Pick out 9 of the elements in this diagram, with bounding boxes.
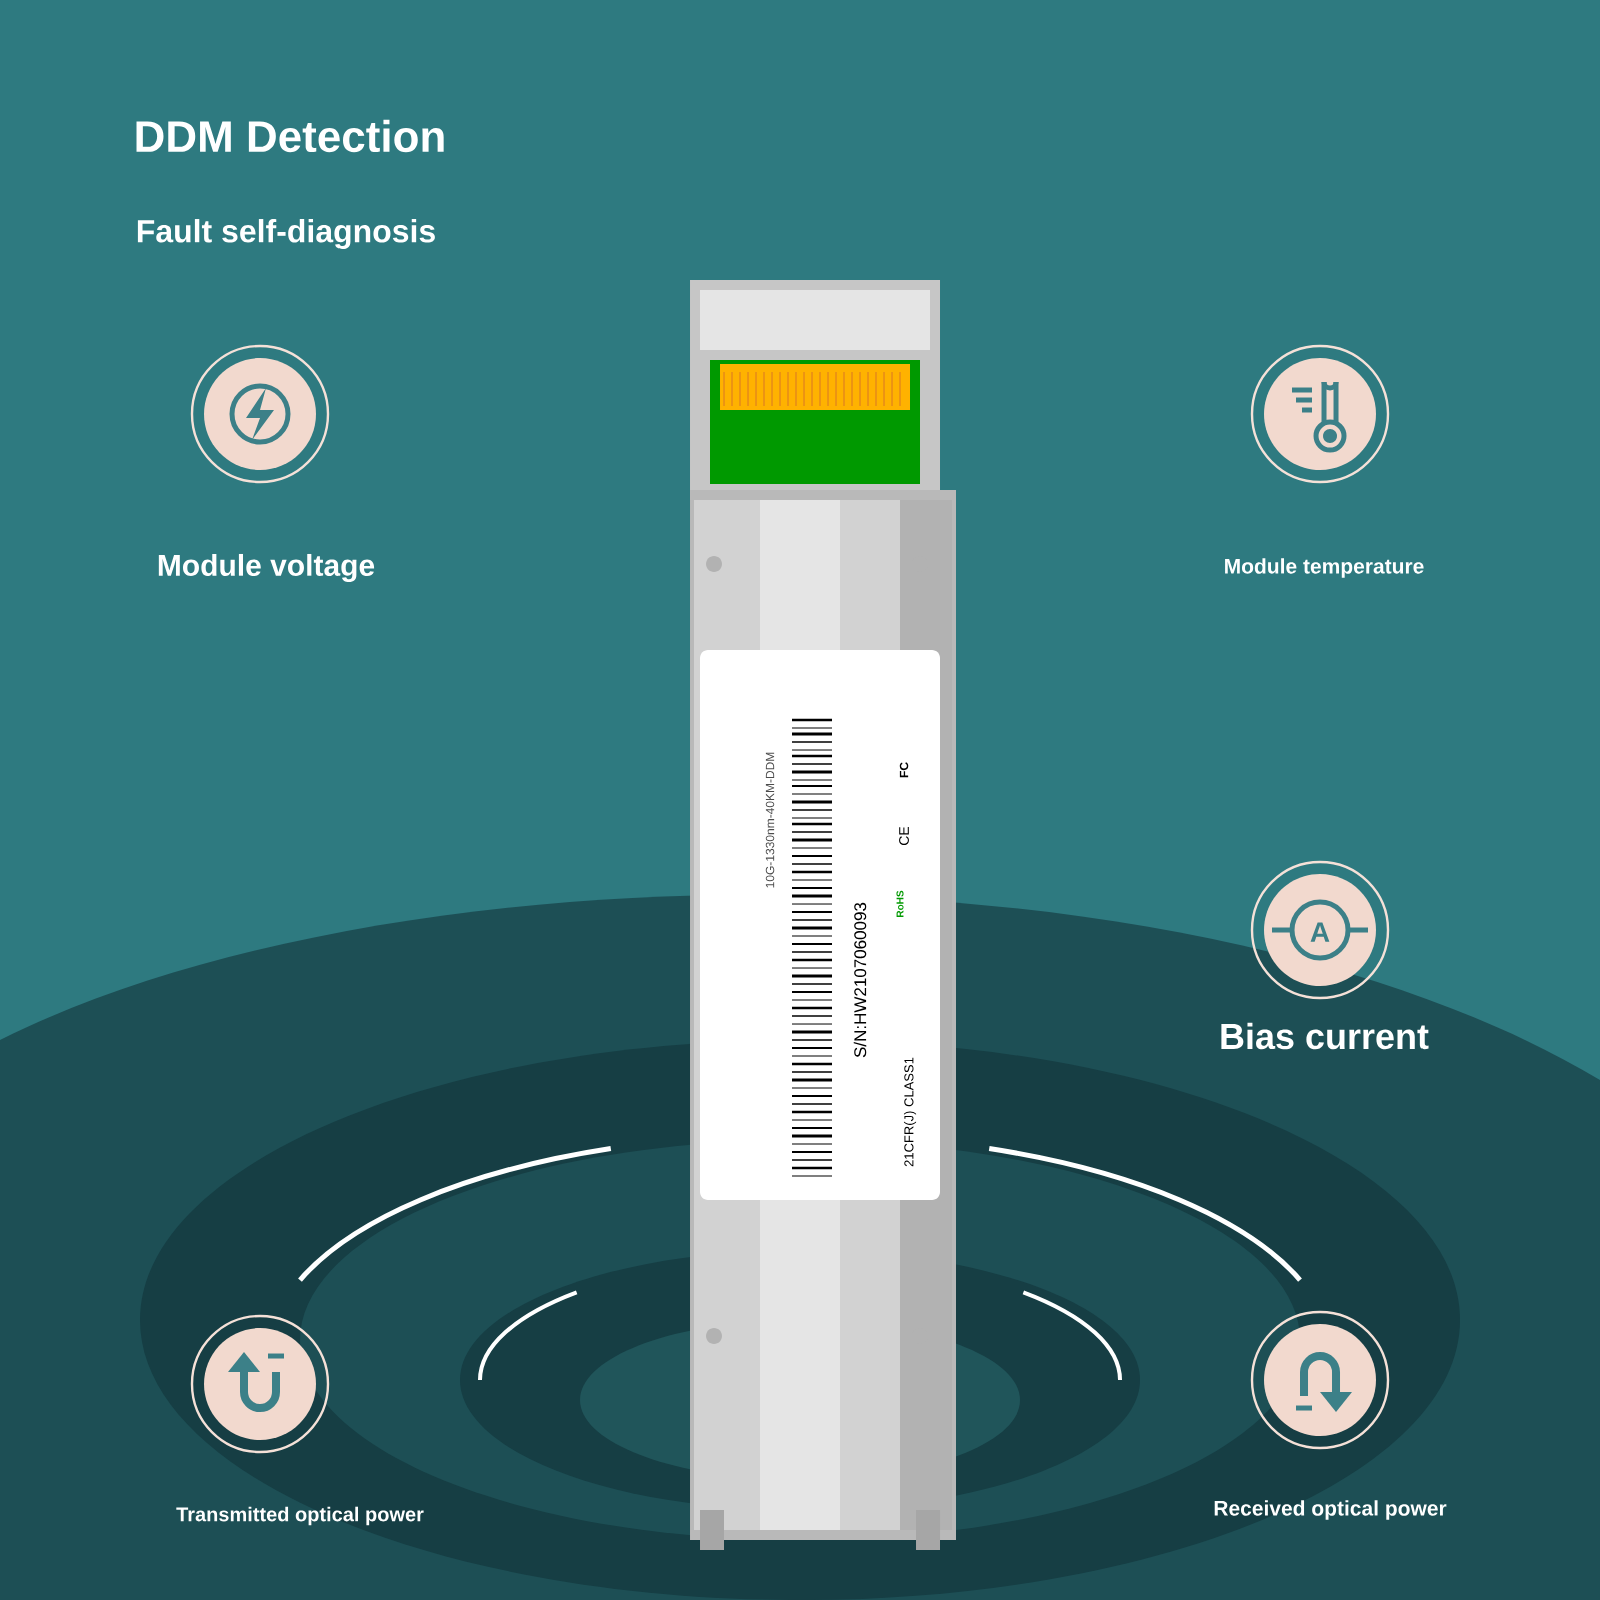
- feature-label: Bias current: [1221, 1022, 1429, 1050]
- feature-label: Module voltage: [158, 553, 375, 583]
- feature-label: Transmitted optical power: [176, 1506, 424, 1526]
- icon-letter: A: [1310, 922, 1330, 942]
- feature-label: Received optical power: [1214, 1500, 1447, 1520]
- subtitle: Fault self-diagnosis: [137, 219, 435, 249]
- feature-label: Module temperature: [1225, 558, 1424, 578]
- title: DDM Detection: [136, 119, 444, 153]
- label-text: S/N:HW2107060093: [853, 902, 867, 1058]
